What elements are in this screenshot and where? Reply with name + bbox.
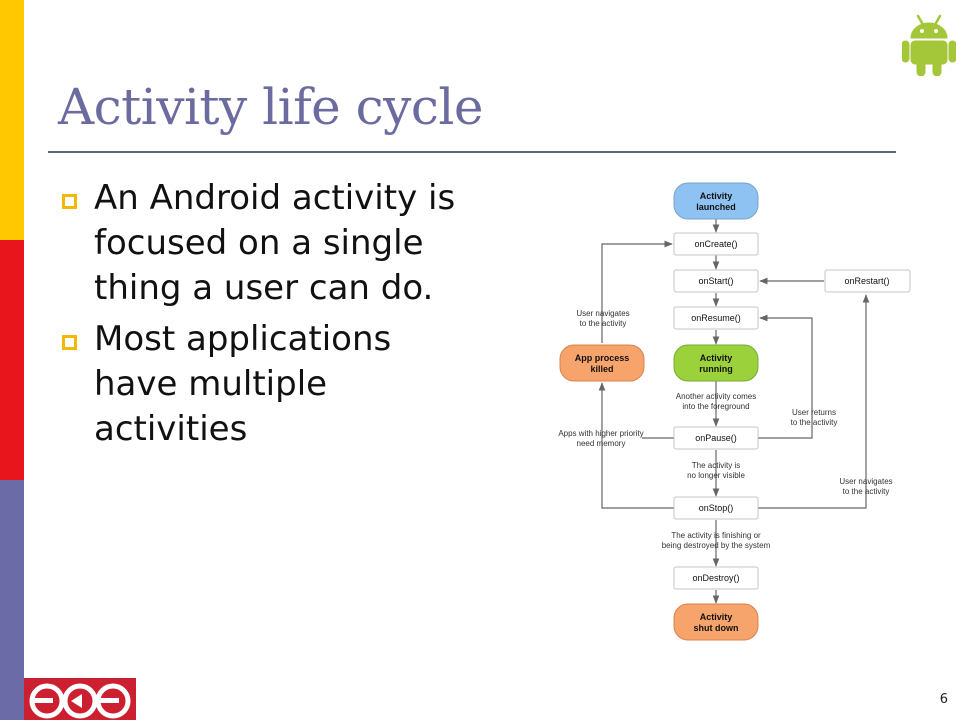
node-on-restart: onRestart() xyxy=(824,269,911,293)
node-label: Activity xyxy=(700,353,733,363)
ece-logo xyxy=(24,678,136,720)
edge-label: no longer visible xyxy=(687,471,745,480)
sidebar-stripe-red xyxy=(0,240,24,480)
node-label: App process xyxy=(575,353,630,363)
node-on-start: onStart() xyxy=(673,269,759,293)
node-label: onCreate() xyxy=(694,239,737,249)
node-label: running xyxy=(699,364,733,374)
edge-label: being destroyed by the system xyxy=(662,541,771,550)
slide-title: Activity life cycle xyxy=(58,78,483,136)
bullet-text: Most applications have multiple activiti… xyxy=(94,319,392,449)
activity-lifecycle-diagram: Activity launched onCreate() onStart() o… xyxy=(558,182,911,641)
sidebar-stripe-yellow xyxy=(0,0,24,240)
edge-label: The activity is xyxy=(692,461,740,470)
node-label: onDestroy() xyxy=(692,573,739,583)
page-number: 6 xyxy=(939,692,948,707)
edge-label: to the activity xyxy=(843,487,890,496)
title-divider xyxy=(48,151,896,153)
node-label: onResume() xyxy=(691,313,741,323)
node-label: onStart() xyxy=(698,276,733,286)
edge-label: User navigates xyxy=(576,309,629,318)
node-activity-running: Activity running xyxy=(673,344,759,382)
node-on-create: onCreate() xyxy=(673,232,759,256)
bullet-item: Most applications have multiple activiti… xyxy=(58,317,458,452)
edge-label: into the foreground xyxy=(682,402,749,411)
edge-label: Another activity comes xyxy=(676,392,756,401)
node-label: onRestart() xyxy=(844,276,889,286)
node-label: Activity xyxy=(700,191,733,201)
edge-label: Apps with higher priority xyxy=(558,429,643,438)
edge-label: The activity is finishing or xyxy=(671,531,761,540)
edge-label: to the activity xyxy=(580,319,627,328)
node-label: onStop() xyxy=(699,503,734,513)
square-bullet-icon xyxy=(62,335,77,350)
bullet-item: An Android activity is focused on a sing… xyxy=(58,176,458,311)
node-activity-launched: Activity launched xyxy=(673,182,759,220)
node-on-destroy: onDestroy() xyxy=(673,566,759,590)
bullet-text: An Android activity is focused on a sing… xyxy=(94,178,456,308)
bullet-list: An Android activity is focused on a sing… xyxy=(58,176,458,458)
edge-label: User navigates xyxy=(839,477,892,486)
edge-label: need memory xyxy=(577,439,626,448)
node-activity-shut-down: Activity shut down xyxy=(673,603,759,641)
node-label: launched xyxy=(696,202,736,212)
edge-label: to the activity xyxy=(791,418,838,427)
sidebar-stripe-purple xyxy=(0,480,24,720)
node-app-process-killed: App process killed xyxy=(559,344,645,382)
node-on-resume: onResume() xyxy=(673,306,759,330)
node-on-stop: onStop() xyxy=(673,496,759,520)
android-robot-icon xyxy=(902,14,956,76)
node-on-pause: onPause() xyxy=(673,426,759,450)
node-label: shut down xyxy=(694,623,739,633)
node-label: killed xyxy=(590,364,613,374)
node-label: Activity xyxy=(700,612,733,622)
square-bullet-icon xyxy=(62,194,77,209)
edge-label: User returns xyxy=(792,408,836,417)
node-label: onPause() xyxy=(695,433,737,443)
